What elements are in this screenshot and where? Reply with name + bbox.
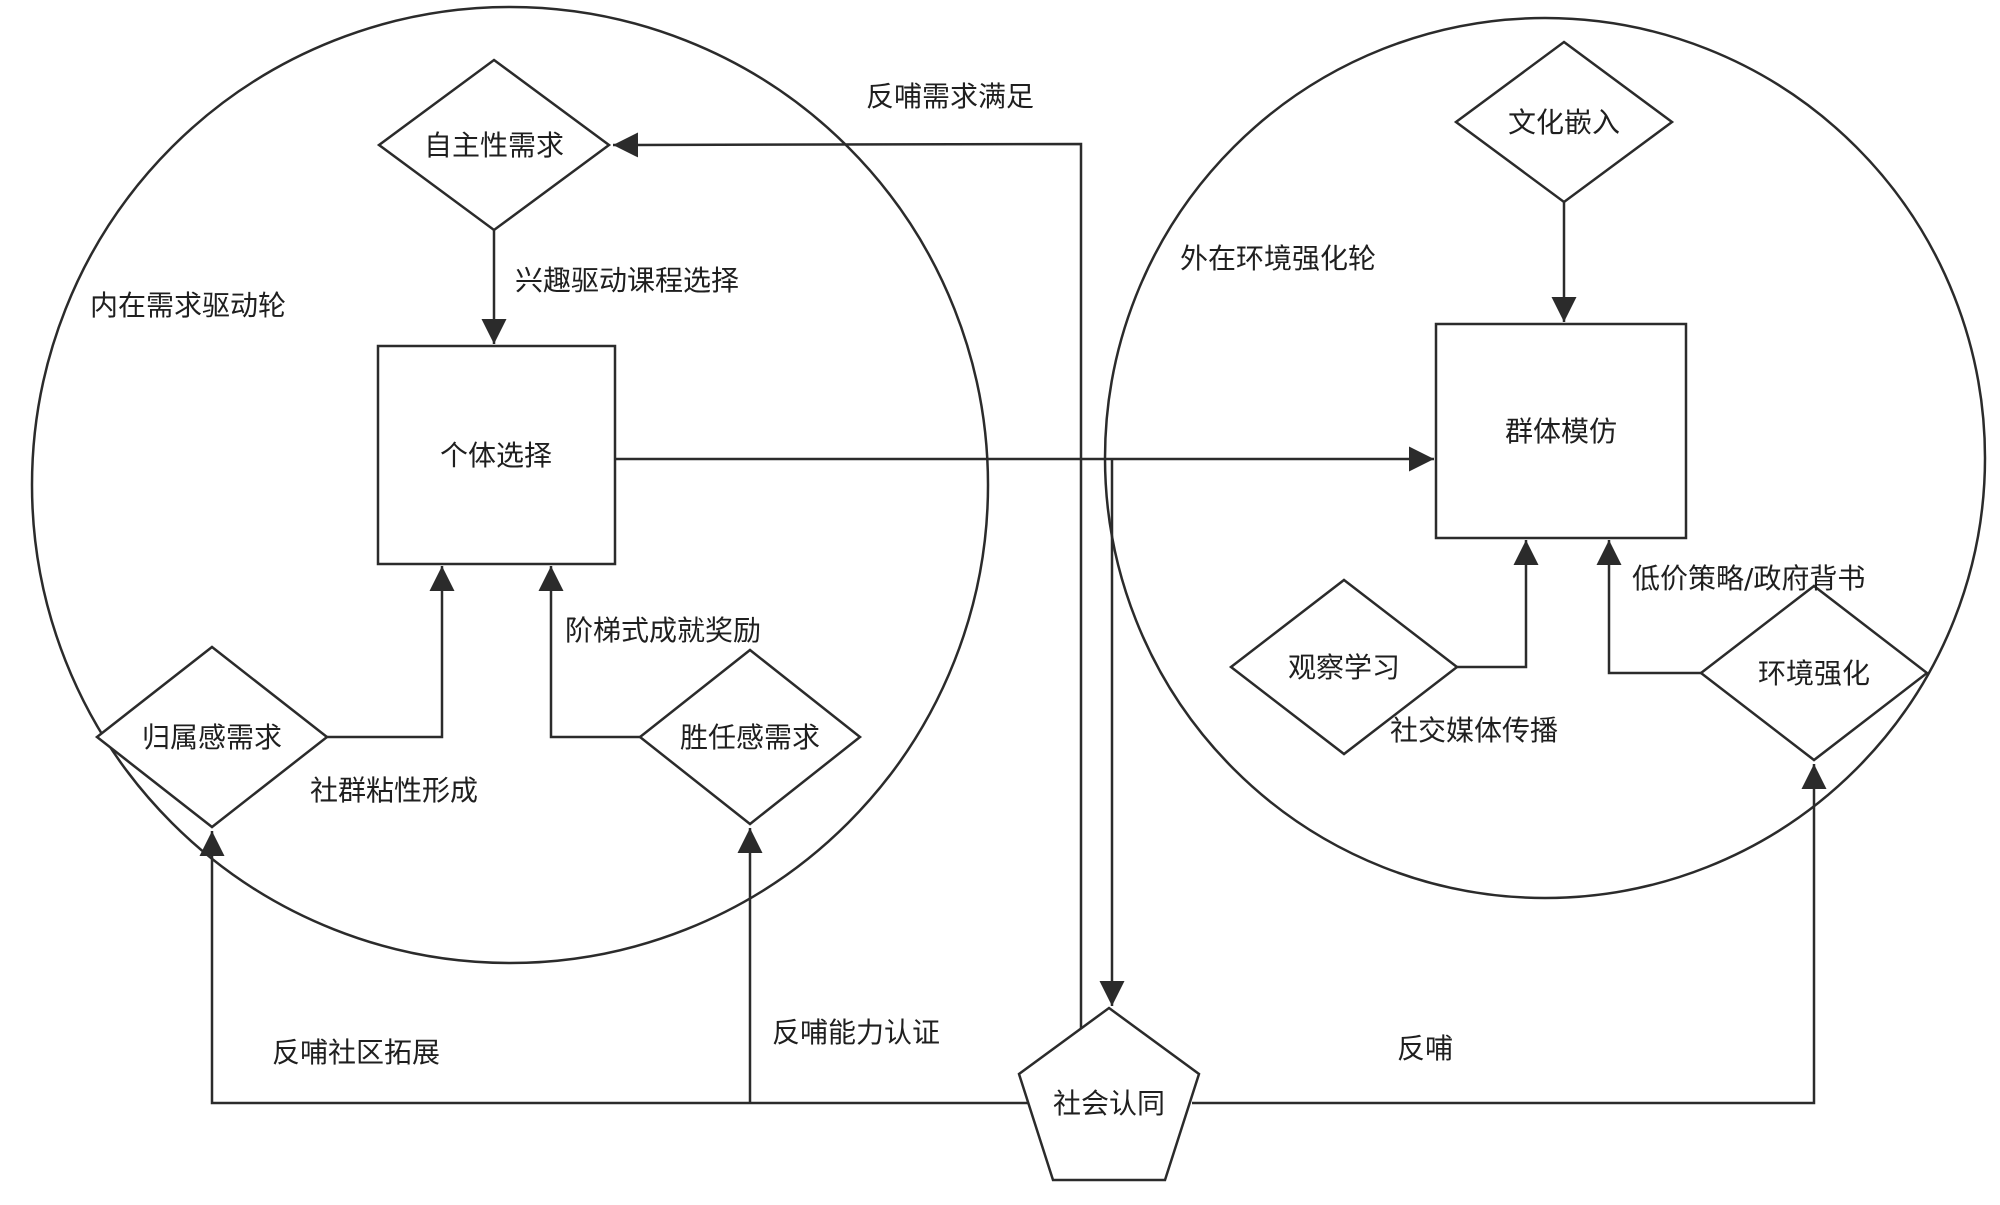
edge-label-feedback-need: 反哺需求满足 [866, 80, 1034, 113]
social-identity-label: 社会认同 [1053, 1087, 1165, 1120]
individual-choice-box [376, 344, 617, 566]
env-reinforce-label: 环境强化 [1758, 657, 1870, 690]
right-wheel-title: 外在环境强化轮 [1180, 242, 1376, 275]
group-imitation-label: 群体模仿 [1505, 415, 1617, 448]
arrow-feedback-to-autonomy [612, 132, 1083, 1032]
edge-label-social-media: 社交媒体传播 [1390, 714, 1558, 747]
belonging-need-diamond [94, 645, 330, 829]
culture-embed-diamond [1453, 40, 1675, 204]
competence-need-label: 胜任感需求 [680, 721, 820, 754]
competence-need-diamond [637, 648, 863, 826]
left-wheel-title: 内在需求驱动轮 [90, 289, 286, 322]
autonomy-need-label: 自主性需求 [424, 129, 564, 162]
arrow-feedback-to-belonging [199, 831, 1030, 1105]
connectors [199, 132, 1827, 1105]
left-wheel: 自主性需求 个体选择 归属感需求 胜任感需求 内在需求驱动轮 兴趣驱动课程选择 … [90, 58, 863, 829]
culture-embed-label: 文化嵌入 [1508, 106, 1620, 139]
edge-label-tiered-reward: 阶梯式成就奖励 [565, 614, 761, 647]
social-identity-pentagon [1017, 1006, 1201, 1182]
right-wheel: 文化嵌入 群体模仿 观察学习 环境强化 外在环境强化轮 社交媒体传播 低价策略/… [1180, 40, 1930, 762]
edge-label-feedback-short: 反哺 [1397, 1032, 1453, 1065]
feedback-loop: 社会认同 反哺需求满足 反哺社区拓展 反哺能力认证 反哺 [272, 80, 1453, 1182]
arrow-competence-to-individual-choice [538, 566, 640, 739]
edge-label-low-price: 低价策略/政府背书 [1632, 562, 1865, 595]
group-imitation-box [1434, 322, 1688, 540]
arrow-env-to-group-imitation [1596, 540, 1701, 675]
arrow-belonging-to-individual-choice [327, 566, 455, 739]
arrow-observe-to-group-imitation [1457, 540, 1539, 669]
arrow-feedback-to-env-reinforce [1192, 764, 1827, 1105]
observational-learning-diamond [1228, 578, 1460, 756]
belonging-need-label: 归属感需求 [142, 721, 282, 754]
individual-choice-label: 个体选择 [440, 439, 552, 472]
edge-label-community-sticky: 社群粘性形成 [310, 774, 478, 807]
edge-label-feedback-ability: 反哺能力认证 [772, 1016, 940, 1049]
env-reinforce-diamond [1698, 584, 1930, 762]
edge-label-interest-course: 兴趣驱动课程选择 [515, 264, 739, 297]
edge-label-feedback-community: 反哺社区拓展 [272, 1036, 440, 1069]
autonomy-need-diamond [376, 58, 612, 232]
observational-learning-label: 观察学习 [1288, 651, 1400, 684]
